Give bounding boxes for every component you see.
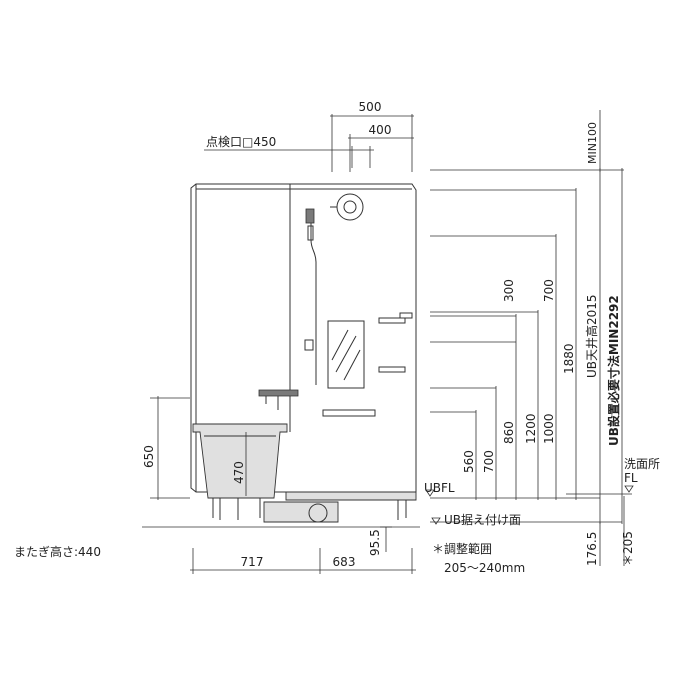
height-700-label: 700 bbox=[482, 450, 496, 473]
left-dimensions bbox=[150, 396, 247, 500]
ubfl-label: UBFL bbox=[424, 481, 455, 495]
floor-pan bbox=[285, 491, 417, 501]
shelf-upper bbox=[378, 317, 406, 324]
adjust-range-value: 205～240mm bbox=[444, 561, 525, 575]
bottom-dimensions bbox=[190, 526, 416, 574]
inspection-hole-label: 点検口□450 bbox=[206, 135, 276, 149]
adjust-range-label: ＊調整範囲 bbox=[432, 541, 492, 556]
shelf-lower bbox=[378, 366, 406, 373]
ventilation-fan-icon bbox=[336, 193, 364, 221]
shower-head-icon bbox=[305, 208, 315, 224]
level-lines bbox=[142, 485, 634, 528]
hook bbox=[399, 312, 413, 319]
height-470-label: 470 bbox=[232, 461, 246, 484]
right-dimensions bbox=[430, 110, 632, 566]
height-1000-label: 1000 bbox=[542, 413, 556, 444]
fan-core-icon bbox=[343, 200, 357, 214]
height-300-label: 300 bbox=[502, 279, 516, 302]
width-400-label: 400 bbox=[369, 123, 392, 137]
top-dimensions bbox=[204, 114, 414, 172]
shower-holder bbox=[307, 225, 314, 241]
counter-shelf bbox=[322, 409, 376, 417]
ub-ceiling-height-label: UB天井高2015 bbox=[584, 294, 599, 378]
height-700-upper-label: 700 bbox=[542, 279, 556, 302]
height-650-label: 650 bbox=[142, 445, 156, 468]
drain-trap bbox=[263, 501, 339, 523]
width-683-label: 683 bbox=[333, 555, 356, 569]
min100-label: MIN100 bbox=[586, 122, 599, 164]
width-717-label: 717 bbox=[241, 555, 264, 569]
ub-install-surface-label: UB据え付け面 bbox=[444, 513, 521, 527]
shower-slide-icon bbox=[304, 339, 314, 351]
ub-install-min-label: UB設置必要寸法MIN2292 bbox=[606, 295, 621, 446]
faucet-handles-icon bbox=[265, 396, 291, 410]
support-legs bbox=[212, 498, 407, 520]
mirror-reflection bbox=[331, 329, 361, 381]
height-860-label: 860 bbox=[502, 421, 516, 444]
height-1200-label: 1200 bbox=[524, 413, 538, 444]
back-wall-panel bbox=[190, 183, 417, 493]
height-1880-label: 1880 bbox=[562, 343, 576, 374]
bathtub bbox=[192, 423, 288, 499]
washroom-label: 洗面所 bbox=[624, 457, 660, 471]
height-176-5-label: 176.5 bbox=[585, 532, 599, 566]
straddle-height-label: またぎ高さ:440 bbox=[14, 544, 101, 559]
mirror bbox=[327, 320, 365, 389]
width-500-label: 500 bbox=[359, 100, 382, 114]
faucet-bar-icon bbox=[258, 389, 299, 397]
height-205-label: ＊205 bbox=[621, 531, 635, 566]
unit-body bbox=[190, 183, 417, 523]
drain-icon bbox=[308, 503, 328, 523]
height-560-label: 560 bbox=[462, 450, 476, 473]
washroom-fl-label: FL bbox=[624, 471, 638, 485]
height-95-5-label: 95.5 bbox=[368, 529, 382, 556]
